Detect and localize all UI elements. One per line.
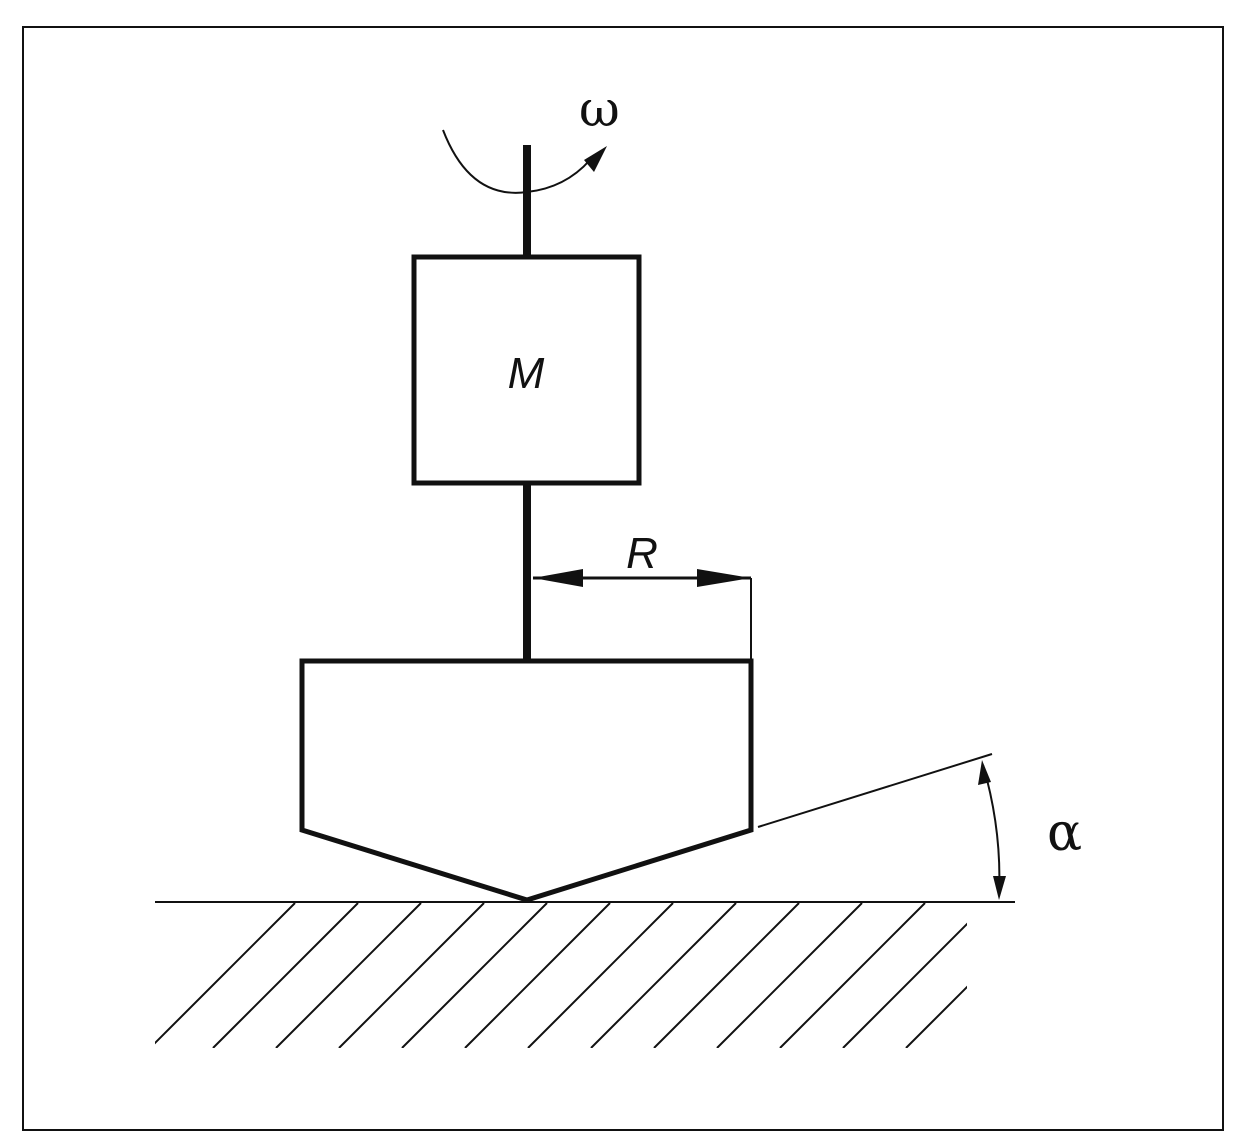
radius-arrowhead-right bbox=[697, 569, 751, 587]
hatch-line bbox=[1032, 903, 1177, 1048]
hatch-line bbox=[653, 903, 800, 1048]
hatch-line bbox=[842, 922, 967, 1048]
hatch-line bbox=[464, 903, 611, 1048]
hatch-line bbox=[527, 903, 674, 1048]
slope-extension-line bbox=[757, 753, 993, 828]
angle-arrowhead-top bbox=[978, 760, 991, 785]
mass-label: M bbox=[508, 349, 545, 398]
figure-frame bbox=[22, 26, 1224, 1131]
hatch-line bbox=[275, 903, 422, 1048]
hatch-line bbox=[155, 903, 296, 1045]
hatch-line bbox=[590, 903, 737, 1048]
rotation-arrow-arc bbox=[442, 129, 591, 194]
hatch-line bbox=[338, 903, 485, 1048]
hatch-line bbox=[212, 903, 359, 1048]
angle-arrowhead-bottom bbox=[993, 876, 1006, 900]
conical-indenter bbox=[299, 658, 754, 903]
radius-label: R bbox=[626, 529, 658, 578]
ground-hatching bbox=[155, 903, 1235, 1048]
rotation-arrowhead bbox=[584, 146, 607, 172]
radius-arrowhead-left bbox=[533, 569, 583, 587]
omega-label: ω bbox=[579, 80, 620, 138]
mass-block bbox=[411, 254, 642, 486]
hatch-line bbox=[1095, 903, 1235, 1048]
hatch-line bbox=[716, 903, 863, 1048]
angle-arc bbox=[982, 764, 1001, 896]
alpha-label: α bbox=[1047, 803, 1082, 863]
hatch-line bbox=[905, 985, 967, 1048]
hatch-line bbox=[779, 903, 926, 1048]
hatch-line bbox=[401, 903, 548, 1048]
hatch-line bbox=[969, 903, 1114, 1048]
